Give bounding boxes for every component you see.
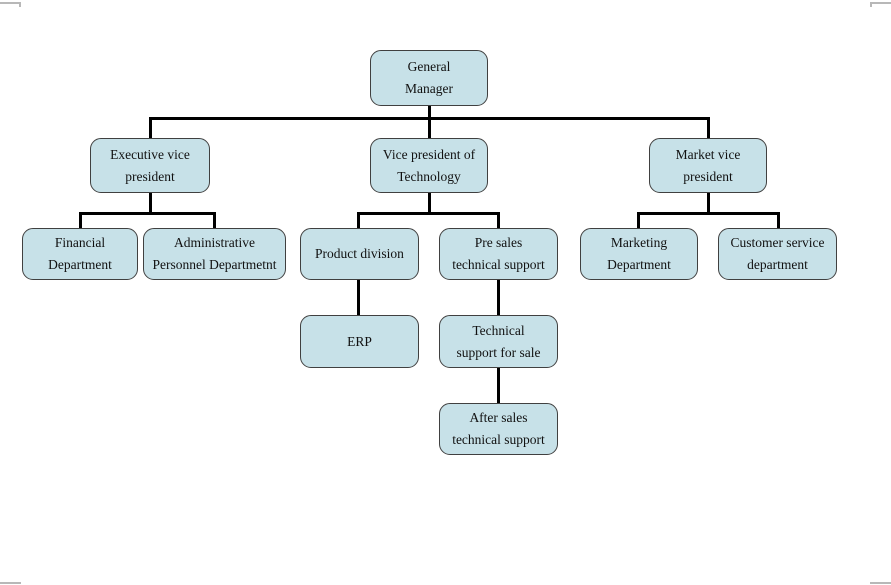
node-label: Technical bbox=[472, 322, 525, 338]
connector-technology-stem bbox=[428, 193, 431, 212]
connector-techsupport-to-aftersales bbox=[497, 368, 500, 403]
node-product-division[interactable]: Product division bbox=[300, 228, 419, 280]
connector-presales-to-techsupport bbox=[497, 280, 500, 315]
node-label: Administrative bbox=[174, 235, 255, 250]
page-corner-mark-top-left-tick bbox=[19, 2, 21, 7]
node-after-sales-technical-support[interactable]: After sales technical support bbox=[439, 403, 558, 455]
connector-technology-horizontal bbox=[357, 212, 500, 215]
connector-market-stem bbox=[707, 193, 710, 212]
page-corner-mark-top-right bbox=[870, 2, 891, 4]
node-administrative-personnel-department[interactable]: Administrative Personnel Departmetnt bbox=[143, 228, 286, 280]
node-label: president bbox=[125, 168, 175, 184]
connector-executive-horizontal bbox=[79, 212, 216, 215]
node-label: After sales bbox=[469, 410, 528, 425]
node-market-vice-president[interactable]: Market vice president bbox=[649, 138, 767, 193]
connector-drop-market-vp bbox=[707, 117, 710, 138]
node-label: Department bbox=[48, 257, 112, 272]
node-label: Personnel Departmetnt bbox=[152, 257, 277, 272]
node-general-manager[interactable]: General Manager bbox=[370, 50, 488, 106]
connector-drop-executive-vp bbox=[149, 117, 152, 138]
page-corner-mark-top-left bbox=[0, 2, 21, 4]
node-label: Product division bbox=[315, 246, 404, 261]
node-vice-president-of-technology[interactable]: Vice president of Technology bbox=[370, 138, 488, 193]
node-label: Market vice bbox=[675, 146, 741, 162]
node-label: Financial bbox=[54, 235, 106, 250]
node-label: General bbox=[407, 59, 451, 74]
node-label: technical support bbox=[452, 257, 545, 272]
node-pre-sales-technical-support[interactable]: Pre sales technical support bbox=[439, 228, 558, 280]
node-label: Pre sales bbox=[474, 235, 523, 250]
node-label: Department bbox=[607, 257, 671, 272]
connector-executive-stem bbox=[149, 193, 152, 212]
node-label: Customer service bbox=[730, 235, 825, 250]
connector-drop-financial bbox=[79, 212, 82, 228]
node-label: Manager bbox=[405, 81, 453, 96]
node-label: support for sale bbox=[456, 344, 541, 360]
node-label: Vice president of bbox=[382, 146, 476, 162]
page-corner-mark-top-right-tick bbox=[870, 2, 872, 7]
node-customer-service-department[interactable]: Customer service department bbox=[718, 228, 837, 280]
node-executive-vice-president[interactable]: Executive vice president bbox=[90, 138, 210, 193]
node-label: ERP bbox=[347, 333, 372, 349]
node-erp[interactable]: ERP bbox=[300, 315, 419, 368]
connector-gm-stem bbox=[428, 106, 431, 120]
page-corner-mark-bottom-right bbox=[870, 582, 891, 584]
page-corner-mark-bottom-left bbox=[0, 582, 21, 584]
node-label: president bbox=[683, 168, 733, 184]
connector-drop-vp-technology bbox=[428, 117, 431, 138]
node-label: department bbox=[747, 257, 808, 272]
node-label: Marketing bbox=[610, 235, 668, 250]
node-label: technical support bbox=[452, 432, 545, 447]
node-financial-department[interactable]: Financial Department bbox=[22, 228, 138, 280]
connector-drop-product-division bbox=[357, 212, 360, 228]
connector-drop-marketing bbox=[637, 212, 640, 228]
node-technical-support-for-sale[interactable]: Technical support for sale bbox=[439, 315, 558, 368]
connector-drop-pre-sales bbox=[497, 212, 500, 228]
node-label: Executive vice bbox=[110, 146, 190, 162]
connector-drop-customer-service bbox=[777, 212, 780, 228]
connector-drop-admin-personnel bbox=[213, 212, 216, 228]
connector-product-to-erp bbox=[357, 280, 360, 315]
connector-market-horizontal bbox=[637, 212, 780, 215]
node-label: Technology bbox=[397, 168, 461, 184]
node-marketing-department[interactable]: Marketing Department bbox=[580, 228, 698, 280]
